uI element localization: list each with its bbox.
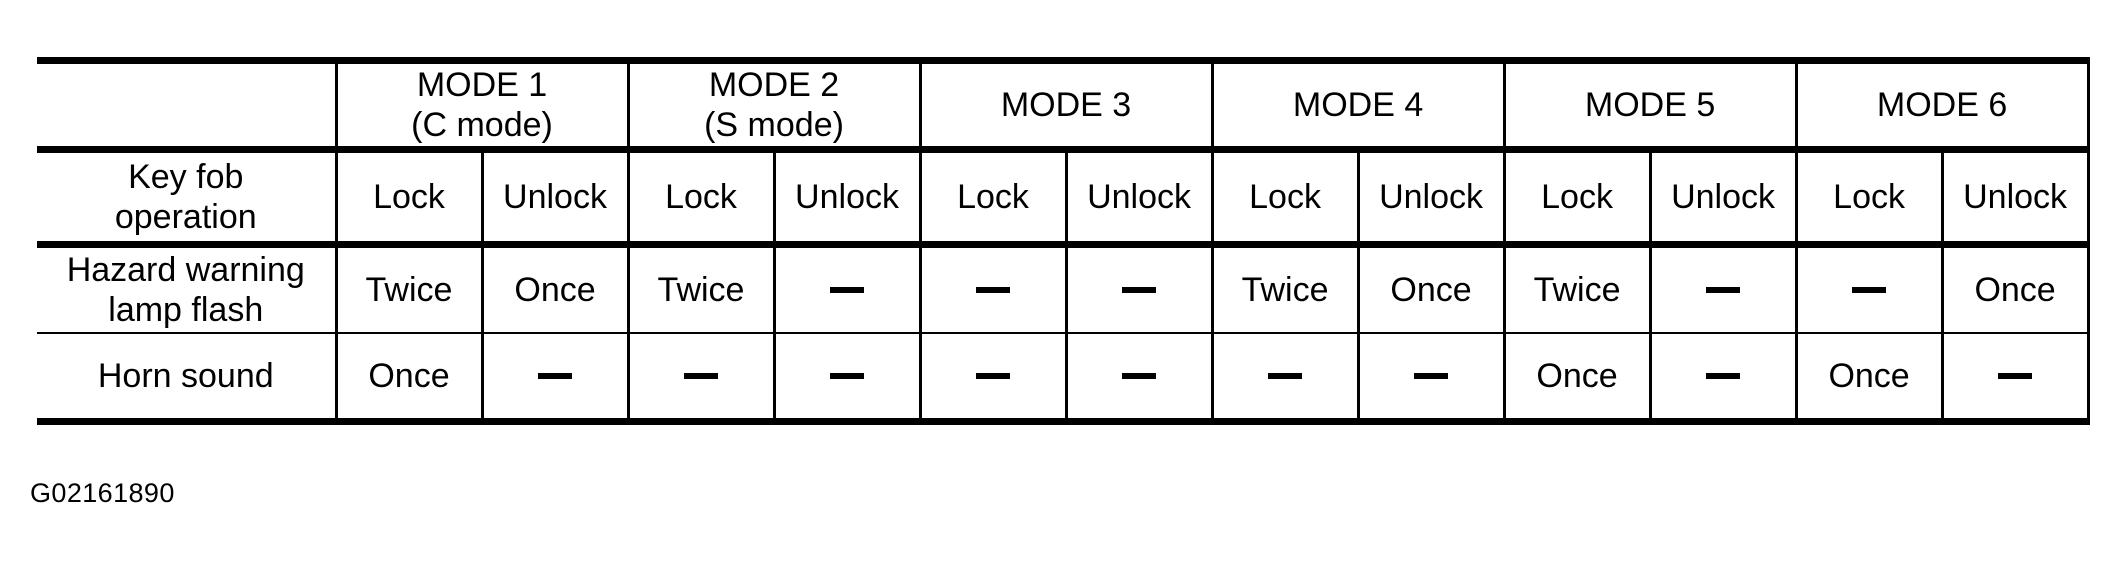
operation-cell: Unlock xyxy=(772,149,921,245)
mode-header-5: MODE 5 xyxy=(1502,57,1797,153)
data-cell xyxy=(772,244,921,333)
data-cell: Once xyxy=(480,244,629,333)
em-dash-glyph xyxy=(1706,286,1741,293)
mode-title: MODE 4 xyxy=(1292,85,1424,124)
data-cell xyxy=(1648,333,1797,422)
data-cell: Once xyxy=(1794,333,1943,422)
data-cell xyxy=(1794,244,1943,333)
data-cell: Once xyxy=(1356,244,1505,333)
em-dash-glyph xyxy=(1122,286,1157,293)
table-row: Horn sound Once Once Once xyxy=(37,333,2090,422)
data-cell xyxy=(1210,333,1359,422)
mode-header-4: MODE 4 xyxy=(1210,57,1505,153)
data-cell xyxy=(772,333,921,422)
em-dash-glyph xyxy=(830,286,865,293)
em-dash-glyph xyxy=(1706,372,1741,379)
data-cell xyxy=(1064,244,1213,333)
em-dash-glyph xyxy=(1852,286,1887,293)
em-dash-glyph xyxy=(1268,372,1303,379)
data-cell xyxy=(1648,244,1797,333)
mode-title: MODE 6 xyxy=(1876,85,2008,124)
operation-cell: Lock xyxy=(1794,149,1943,245)
operation-cell: Lock xyxy=(334,149,482,245)
data-cell xyxy=(1940,333,2090,422)
data-cell: Twice xyxy=(1210,244,1359,333)
mode-subtitle: (C mode) xyxy=(411,106,553,144)
mode-header-3: MODE 3 xyxy=(918,57,1213,153)
mode-header-2: MODE 2 (S mode) xyxy=(626,57,921,153)
data-cell: Once xyxy=(1502,333,1651,422)
em-dash-glyph xyxy=(1414,372,1449,379)
key-fob-operation-row: Key fob operation Lock Unlock Lock Unloc… xyxy=(37,149,2090,245)
data-cell xyxy=(1064,333,1213,422)
row-label-horn-sound: Horn sound xyxy=(97,356,274,395)
em-dash-glyph xyxy=(1998,372,2033,379)
data-cell xyxy=(918,244,1067,333)
operation-cell: Lock xyxy=(918,149,1067,245)
data-cell xyxy=(480,333,629,422)
data-cell: Once xyxy=(1940,244,2090,333)
em-dash-glyph xyxy=(684,372,719,379)
data-cell: Twice xyxy=(626,244,775,333)
operation-cell: Unlock xyxy=(1356,149,1505,245)
figure-caption: G02161890 xyxy=(30,478,175,508)
mode-title: MODE 3 xyxy=(1000,85,1132,124)
mode-header-6: MODE 6 xyxy=(1794,57,2090,153)
operation-cell: Unlock xyxy=(1940,149,2090,245)
em-dash-glyph xyxy=(830,372,865,379)
mode-title: MODE 5 xyxy=(1584,85,1716,124)
table-corner-cell xyxy=(37,57,336,153)
row-label-hazard-warning-lamp-flash: Hazard warning lamp flash xyxy=(66,250,305,329)
operation-cell: Unlock xyxy=(1064,149,1213,245)
em-dash-glyph xyxy=(976,286,1011,293)
data-cell: Twice xyxy=(1502,244,1651,333)
data-cell: Twice xyxy=(334,244,482,333)
mode-title: MODE 2 xyxy=(708,65,840,104)
data-cell xyxy=(1356,333,1505,422)
operation-cell: Unlock xyxy=(1648,149,1797,245)
mode-subtitle: (S mode) xyxy=(704,106,844,144)
row-label-key-fob-operation: Key fob operation xyxy=(114,157,257,236)
operation-cell: Unlock xyxy=(480,149,629,245)
operation-cell: Lock xyxy=(1210,149,1359,245)
em-dash-glyph xyxy=(538,372,572,379)
key-fob-mode-table: MODE 1 (C mode) MODE 2 (S mode) MODE 3 M… xyxy=(37,57,2090,425)
em-dash-glyph xyxy=(976,372,1011,379)
data-cell: Once xyxy=(334,333,482,422)
table-row: Hazard warning lamp flash Twice Once Twi… xyxy=(37,244,2090,333)
operation-cell: Lock xyxy=(1502,149,1651,245)
em-dash-glyph xyxy=(1122,372,1157,379)
data-cell xyxy=(918,333,1067,422)
data-cell xyxy=(626,333,775,422)
mode-header-1: MODE 1 (C mode) xyxy=(334,57,629,153)
operation-cell: Lock xyxy=(626,149,775,245)
table-header-row: MODE 1 (C mode) MODE 2 (S mode) MODE 3 M… xyxy=(37,57,2090,153)
mode-title: MODE 1 xyxy=(416,65,548,104)
